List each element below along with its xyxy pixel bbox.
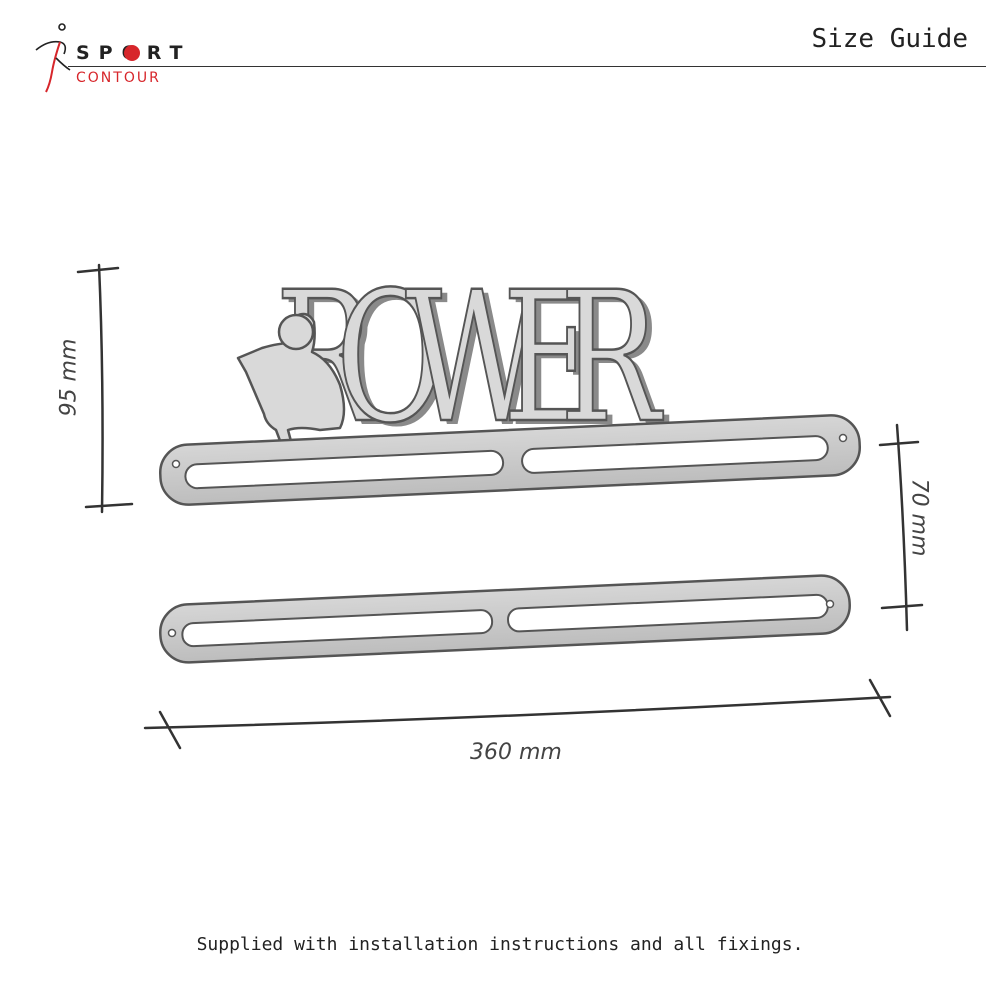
dim-tick-360-right — [868, 678, 892, 718]
footer-note: Supplied with installation instructions … — [196, 934, 804, 955]
dim-tick-95-top — [76, 266, 120, 274]
logo-contour-text: CONTOUR — [76, 70, 161, 86]
dimension-lines — [76, 263, 924, 750]
top-hanger-bar — [158, 414, 862, 506]
logo-red-dot — [124, 45, 140, 61]
dim-tick-70-bottom — [880, 603, 924, 610]
dim-line-70 — [895, 423, 909, 632]
width-dimension-label: 360 mm — [470, 740, 562, 765]
bottom-hanger-bar — [159, 574, 851, 664]
runner-figure-icon — [35, 23, 71, 93]
header-divider — [68, 66, 986, 67]
dim-tick-70-top — [878, 440, 920, 447]
dim-line-360 — [143, 695, 892, 730]
dim-tick-95-bottom — [84, 502, 134, 509]
rower-figure-icon — [236, 312, 346, 464]
dim-tick-360-left — [158, 710, 182, 750]
bar-spacing-dimension-label: 70 mm — [906, 478, 932, 557]
height-dimension-label: 95 mm — [56, 338, 82, 417]
dim-line-95 — [97, 263, 104, 514]
brand-logo: SPORT CONTOUR — [34, 20, 204, 95]
page-title: Size Guide — [811, 24, 968, 54]
